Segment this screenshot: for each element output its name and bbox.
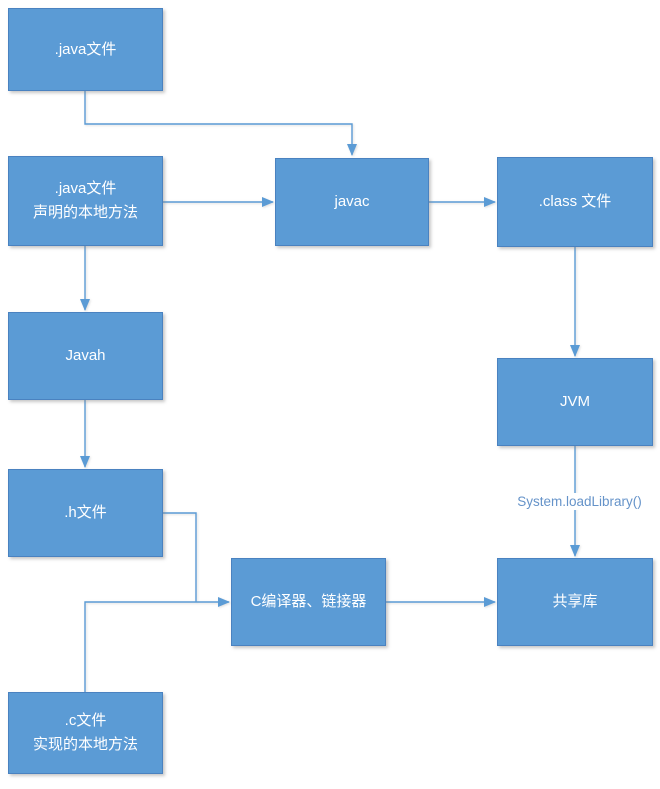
node-java-file: .java文件: [8, 8, 163, 91]
node-jvm: JVM: [497, 358, 653, 446]
node-java-file-native-line1: .java文件: [54, 180, 117, 197]
node-h-file-label: .h文件: [64, 504, 107, 521]
node-h-file: .h文件: [8, 469, 163, 557]
node-java-file-native-methods: .java文件 声明的本地方法: [8, 156, 163, 246]
node-c-compiler-linker-label: C编译器、链接器: [250, 593, 367, 610]
node-javac-label: javac: [334, 193, 370, 210]
node-c-file-line1: .c文件: [64, 712, 107, 729]
node-javac: javac: [275, 158, 429, 246]
node-shared-library-label: 共享库: [552, 593, 598, 610]
edge-hfile-to-merge: [163, 512, 197, 602]
node-jvm-label: JVM: [560, 393, 590, 410]
edge-cfile-to-ccompiler: [84, 597, 230, 692]
edge-javafile-to-javac: [84, 91, 357, 156]
node-c-file-native-impl: .c文件 实现的本地方法: [8, 692, 163, 774]
node-class-file-label: .class 文件: [538, 193, 612, 210]
node-c-file-line2: 实现的本地方法: [32, 736, 138, 753]
node-c-compiler-linker: C编译器、链接器: [231, 558, 386, 646]
edge-label-system-loadlibrary: System.loadLibrary(): [500, 493, 659, 510]
node-shared-library: 共享库: [497, 558, 653, 646]
node-java-file-label: .java文件: [54, 40, 117, 58]
node-javah-label: Javah: [65, 347, 106, 364]
node-javah: Javah: [8, 312, 163, 400]
node-java-file-native-line2: 声明的本地方法: [32, 204, 138, 221]
node-class-file: .class 文件: [497, 157, 653, 247]
